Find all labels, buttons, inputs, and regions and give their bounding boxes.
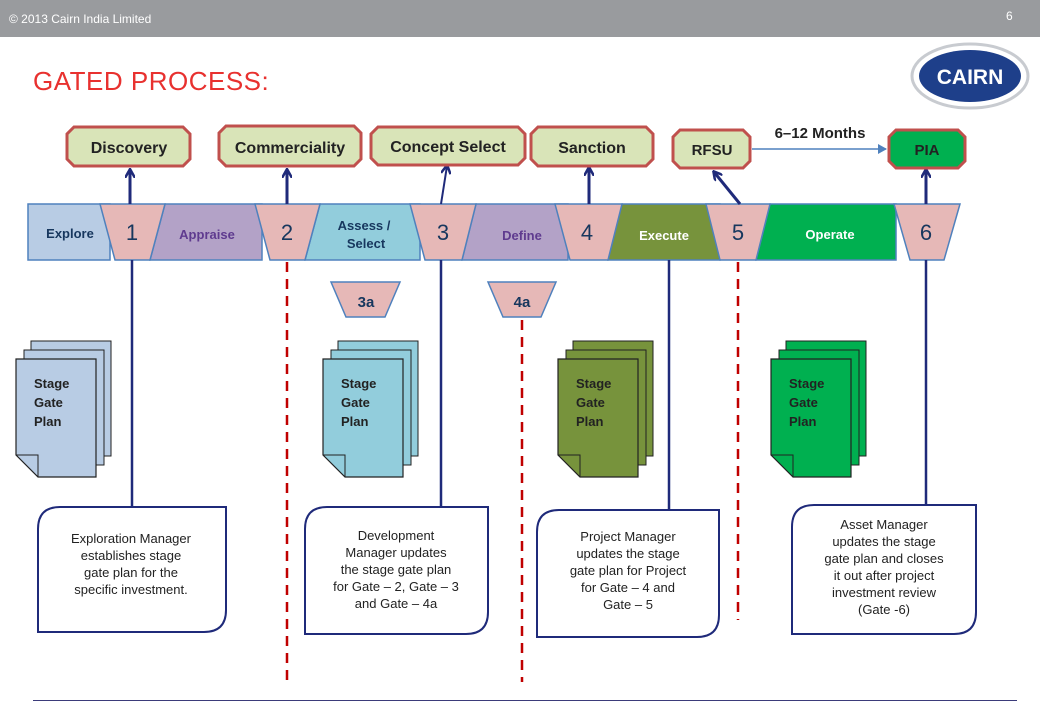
milestone-label-sanction: Sanction <box>558 140 626 157</box>
gate-label-3: 3 <box>437 220 449 245</box>
page-title: GATED PROCESS: <box>33 66 270 96</box>
milestone-label-concept-select: Concept Select <box>390 139 506 156</box>
phase-explore <box>27 203 111 261</box>
sub-gate-label-3a: 3a <box>358 294 375 311</box>
sub-gates: 3a 4a <box>329 281 558 318</box>
milestone-pia <box>887 128 967 170</box>
gate-3 <box>409 203 477 261</box>
top-bar <box>0 0 1040 37</box>
phase-label-explore: Explore <box>46 226 94 241</box>
gate-6 <box>893 203 961 261</box>
bottom-rule <box>33 700 1017 701</box>
gate-connectors <box>130 260 928 510</box>
duration-label: 6–12 Months <box>775 125 866 142</box>
phase-label-execute: Execute <box>639 228 689 243</box>
milestone-sanction <box>529 125 655 168</box>
cairn-logo: CAIRN <box>910 42 1030 110</box>
phase-label-operate: Operate <box>805 227 854 242</box>
milestone-arrows <box>130 166 926 205</box>
milestone-discovery <box>65 125 192 168</box>
gate-label-5: 5 <box>732 220 744 245</box>
sub-gate-label-4a: 4a <box>514 294 531 311</box>
milestone-label-pia: PIA <box>914 142 939 159</box>
gate-label-6: 6 <box>920 220 932 245</box>
gate-label-1: 1 <box>126 220 138 245</box>
page-number: 6 <box>1006 9 1013 23</box>
logo-text: CAIRN <box>937 66 1004 89</box>
milestone-concept-select <box>369 125 527 167</box>
phase-label-define: Define <box>502 228 542 243</box>
gate-5 <box>705 203 771 261</box>
milestone-label-discovery: Discovery <box>91 140 168 157</box>
milestone-rfsu <box>671 128 752 170</box>
milestone-label-rfsu: RFSU <box>692 142 733 159</box>
sub-gate-4a <box>486 281 558 318</box>
arrow-gate-3 <box>440 166 447 205</box>
gate-4 <box>554 203 623 261</box>
gate-label-4: 4 <box>581 220 593 245</box>
arrow-gate-5 <box>714 172 742 205</box>
dashed-dividers <box>285 262 740 682</box>
milestone-label-commerciality: Commerciality <box>235 140 345 157</box>
gate-1 <box>99 203 166 261</box>
gate-label-2: 2 <box>281 220 293 245</box>
copyright-text: © 2013 Cairn India Limited <box>9 12 152 26</box>
phase-label-assess-select: Assess /Select <box>338 218 391 251</box>
phase-label-appraise: Appraise <box>179 227 235 242</box>
milestone-commerciality <box>217 124 363 168</box>
gates: 1 2 3 4 5 6 <box>99 203 961 261</box>
gate-2 <box>254 203 321 261</box>
milestones: Discovery Commerciality Concept Select S… <box>65 124 967 170</box>
sub-gate-3a <box>329 281 402 318</box>
